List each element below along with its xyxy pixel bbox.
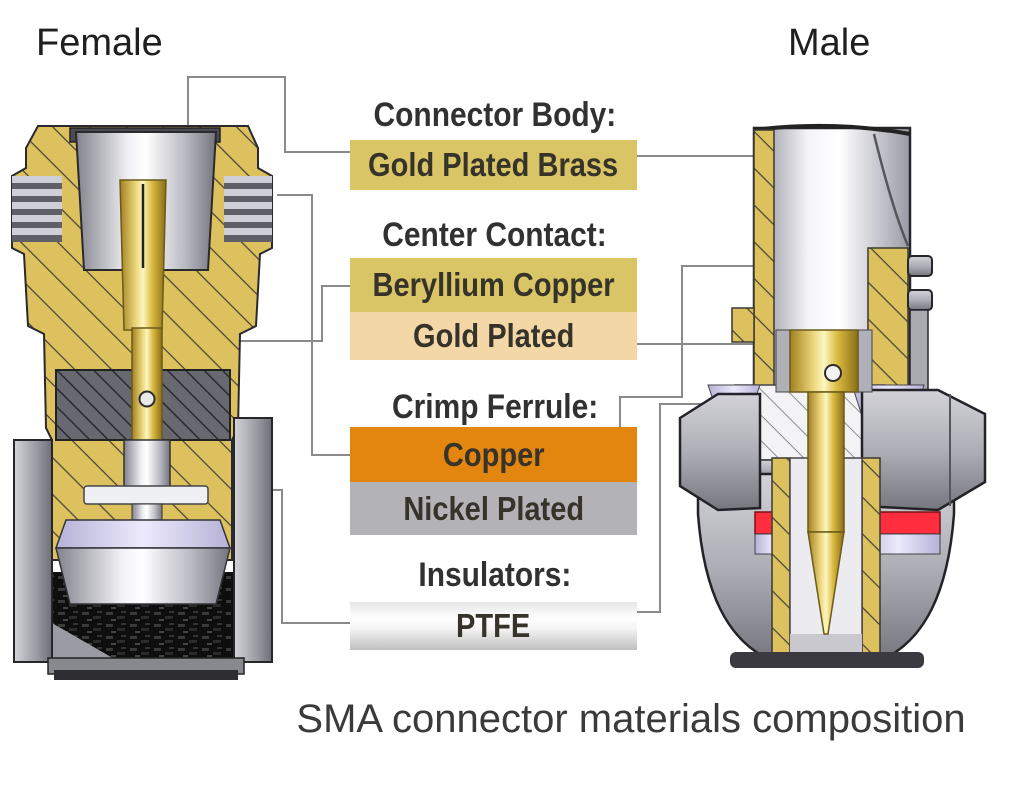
female-shell-right [233,417,273,663]
box-nickel-plated: Nickel Plated [350,482,637,535]
female-ptfe-insulator [54,519,232,549]
male-hex-nut-left [678,392,762,512]
male-contact-sleeve-left [775,329,791,393]
box-gold-plated: Gold Plated [350,312,637,360]
female-braid-corner [52,623,118,661]
male-brass-wall-right [867,247,909,387]
male-left-flange [731,307,755,343]
box-ptfe: PTFE [350,602,637,650]
male-cavity-floor [790,634,862,654]
male-label: Male [788,22,871,64]
heading-center-contact: Center Contact: [382,216,608,254]
male-contact-block [789,329,859,393]
heading-crimp-ferrule: Crimp Ferrule: [391,388,599,426]
male-side-stub-1 [907,255,933,277]
heading-connector-body: Connector Body: [373,96,617,134]
male-barrel-top-edge [753,123,911,136]
female-connector-illustration [11,125,273,680]
female-base-edge [54,670,238,680]
box-gold-plated-brass: Gold Plated Brass [350,140,637,190]
male-cavity-wall-left [771,457,791,655]
female-insulator-disc [83,485,209,505]
female-pin-hole [138,390,156,408]
box-copper: Copper [350,427,637,482]
male-cavity-wall-right [861,457,881,655]
male-connector-illustration [678,123,987,668]
male-bottom-edge [730,652,924,668]
female-ferrule-cone [55,547,231,605]
female-shell-left [13,439,53,663]
heading-insulators: Insulators: [418,556,572,594]
male-brass-wall-left [753,129,775,387]
female-lower-bushing [123,439,171,491]
female-threads [12,176,272,242]
female-label: Female [36,22,163,64]
male-contact-hole [824,364,842,382]
male-contact-sleeve-right [857,329,873,393]
male-pin-tip [807,531,845,635]
box-beryllium-copper: Beryllium Copper [350,258,637,312]
male-barrel-cutaway-line [872,133,910,247]
male-side-stub-2 [907,289,933,311]
diagram-caption: SMA connector materials composition [296,697,966,741]
male-side-column [909,309,929,391]
male-center-pin [807,391,845,533]
